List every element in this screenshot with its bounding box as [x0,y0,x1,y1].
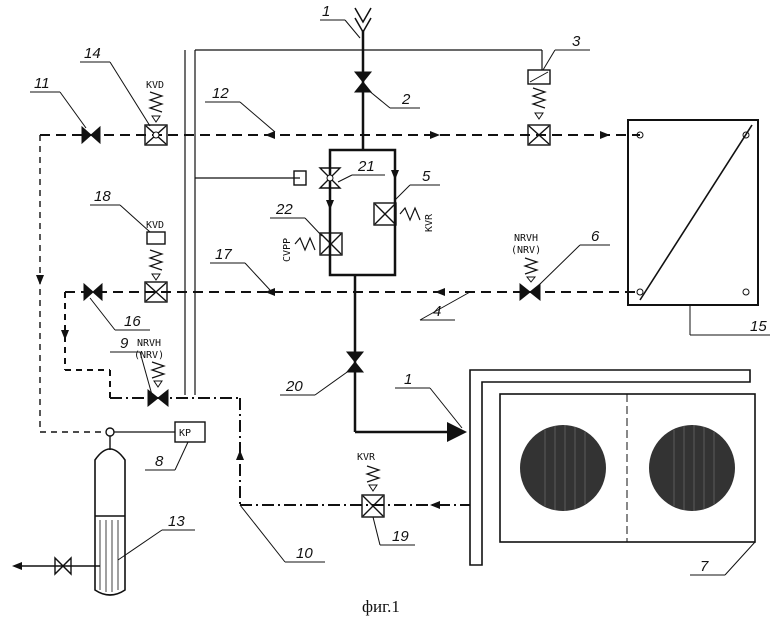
valve-9 [147,361,169,408]
label-13: 13 [168,513,185,530]
label-21: 21 [357,158,375,175]
label-10: 10 [296,545,313,562]
label-9: 9 [120,335,129,352]
valve-16 [144,231,168,303]
label-5: 5 [422,168,431,185]
tag-kvd-18: KVD [146,220,164,231]
tag-kp-8: KP [179,428,191,439]
leader-lines [30,19,770,576]
valve-20 [345,351,365,373]
evaporator-15 [627,119,759,306]
condenser-7 [469,369,756,566]
tag-kvd-14: KVD [146,80,164,91]
valve-2 [353,71,373,93]
valve-6 [519,257,541,302]
tag-nrvh-9: NRVH [137,338,161,349]
valve-16-left [83,282,103,302]
dashed-lines [36,131,640,509]
label-17: 17 [215,246,232,263]
figure-caption: фиг.1 [362,597,400,616]
label-2: 2 [401,91,411,108]
valve-5 [373,202,421,226]
kp-switch-8 [174,421,206,443]
label-1: 1 [322,3,330,20]
label-11: 11 [34,75,50,92]
label-15: 15 [750,318,767,335]
label-14: 14 [84,45,101,62]
tag-kvr-19: KVR [357,452,376,463]
label-22: 22 [275,201,293,218]
valve-22 [294,232,343,256]
label-8: 8 [155,453,164,470]
label-7: 7 [700,558,709,575]
label-20: 20 [285,378,303,395]
label-4: 4 [433,303,441,320]
label-6: 6 [591,228,600,245]
tag-cvpp-22: CVPP [282,238,293,262]
label-16: 16 [124,313,141,330]
receiver-13 [12,448,126,596]
valve-14 [144,91,168,146]
tag-nrvh-6: NRVH [514,233,538,244]
valve-3 [527,69,551,146]
main-lines [110,7,543,442]
label-3: 3 [572,33,581,50]
valve-11 [81,125,101,145]
label-19: 19 [392,528,409,545]
tag-nrv-6: (NRV) [511,245,541,256]
valve-19 [361,465,385,518]
label-18: 18 [94,188,111,205]
tag-nrv-9: (NRV) [134,350,164,361]
tag-kvr-5: KVR [424,213,435,232]
label-12: 12 [212,85,229,102]
valve-21 [293,167,342,189]
label-1b: 1 [404,371,412,388]
